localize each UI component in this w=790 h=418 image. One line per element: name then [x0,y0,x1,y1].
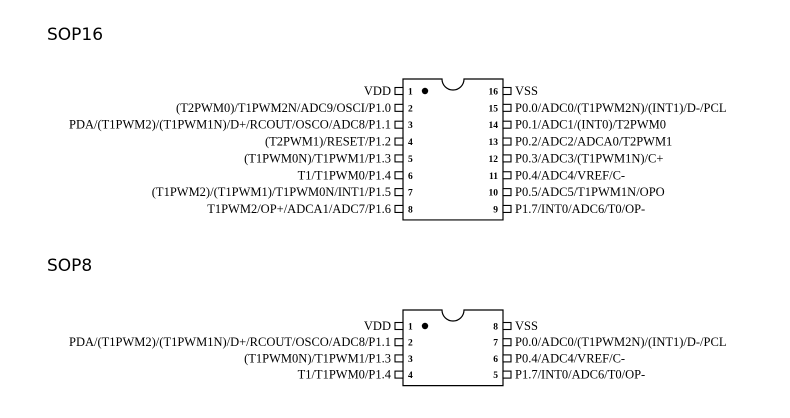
sop16-pin-6-number: 6 [408,172,413,182]
sop8-pin-3-label: (T1PWM0N)/T1PWM1/P1.3 [244,351,391,365]
sop16-pin-8-number: 8 [408,205,413,215]
sop16-pin-3-number: 3 [408,121,413,131]
sop8-title: SOP8 [47,256,93,276]
sop8-pin-7-label: P0.0/ADC0/(T1PWM2N)/(INT1)/D-/PCL [515,335,726,349]
sop16-pin-10-lead [502,188,512,197]
sop16-pin-7-label: (T1PWM2)/(T1PWM1)/T1PWM0N/INT1/P1.5 [152,185,391,199]
sop16-pin-13-number: 13 [489,138,499,148]
sop16-pin-1-label: VDD [364,84,391,98]
sop16-pin-6-lead [394,171,404,180]
sop8-pin-7-number: 7 [493,339,498,349]
sop16-pin-3-label: PDA/(T1PWM2)/(T1PWM1N)/D+/RCOUT/OSCO/ADC… [69,118,391,132]
sop16-pin-13-label: P0.2/ADC2/ADCA0/T2PWM1 [515,135,672,149]
sop8-pin-8-number: 8 [493,323,498,333]
sop16-pin-2-number: 2 [408,104,413,114]
sop16-pin-16-number: 16 [489,88,499,98]
sop8-pin-8-label: VSS [515,319,538,333]
sop8-pin-3-lead [394,354,404,363]
sop16-pin-15-lead [502,103,512,112]
sop8-pin-1-number: 1 [408,323,413,333]
sop16-pin-8-label: T1PWM2/OP+/ADCA1/ADC7/P1.6 [207,202,391,216]
sop16-pin-13-lead [502,137,512,146]
sop16-pin-2-label: (T2PWM0)/T1PWM2N/ADC9/OSCI/P1.0 [176,101,391,115]
sop16-pin-5-lead [394,154,404,163]
sop16-pin1-marker [421,87,429,95]
sop16-pin-1-lead [394,86,404,96]
sop16-pin-14-lead [502,120,512,129]
sop16-pin-12-label: P0.3/ADC3/(T1PWM1N)/C+ [515,151,663,165]
sop16-pin-12-number: 12 [489,155,499,165]
sop8-pin-7-lead [502,338,512,347]
sop16-pin-14-number: 14 [489,121,499,131]
sop8-pin-2-label: PDA/(T1PWM2)/(T1PWM1N)/D+/RCOUT/OSCO/ADC… [69,335,391,349]
sop16-pin-7-number: 7 [408,189,413,199]
sop16-chip-body [402,78,504,221]
sop8-pin-6-number: 6 [493,355,498,365]
sop16-pin-9-lead [502,204,512,213]
sop16-pin-5-label: (T1PWM0N)/T1PWM1/P1.3 [244,151,391,165]
sop16-pin-4-lead [394,137,404,146]
sop16-pin-3-lead [394,120,404,129]
sop8-pin-4-lead [394,370,404,379]
sop16-pin-15-number: 15 [489,104,499,114]
sop16-pin-5-number: 5 [408,155,413,165]
sop8-pin-1-label: VDD [364,319,391,333]
sop16-pin-11-number: 11 [489,172,498,182]
sop16-pin-4-number: 4 [408,138,413,148]
sop16-pin-4-label: (T2PWM1)/RESET/P1.2 [265,135,391,149]
sop8-pin1-marker [421,322,429,330]
sop8-pin-4-number: 4 [408,371,413,381]
sop16-pin-1-number: 1 [408,88,413,98]
sop16-pin-16-lead [502,86,512,96]
sop8-pin-4-label: T1/T1PWM0/P1.4 [298,368,392,382]
sop16-pin-10-number: 10 [489,189,499,199]
sop16-pin-12-lead [502,154,512,163]
sop8-pin-1-lead [394,321,404,331]
sop8-pin-6-lead [502,354,512,363]
sop8-chip-body [402,309,504,387]
sop8-pin-6-label: P0.4/ADC4/VREF/C- [515,351,625,365]
sop16-pin-15-label: P0.0/ADC0/(T1PWM2N)/(INT1)/D-/PCL [515,101,726,115]
sop16-pin-9-number: 9 [493,205,498,215]
sop16-pin-16-label: VSS [515,84,538,98]
sop8-pin-2-number: 2 [408,339,413,349]
sop16-pin-11-label: P0.4/ADC4/VREF/C- [515,168,625,182]
sop16-pin-6-label: T1/T1PWM0/P1.4 [298,168,392,182]
sop16-pin-10-label: P0.5/ADC5/T1PWM1N/OPO [515,185,665,199]
sop8-pin-5-label: P1.7/INT0/ADC6/T0/OP- [515,368,645,382]
sop8-pin-3-number: 3 [408,355,413,365]
sop16-pin-8-lead [394,204,404,213]
sop16-pin-7-lead [394,188,404,197]
sop16-pin-11-lead [502,171,512,180]
sop8-pin-2-lead [394,338,404,347]
sop8-pin-5-lead [502,370,512,379]
sop16-pin-9-label: P1.7/INT0/ADC6/T0/OP- [515,202,645,216]
sop16-pin-14-label: P0.1/ADC1/(INT0)/T2PWM0 [515,118,666,132]
sop8-pin-8-lead [502,321,512,331]
sop8-pin-5-number: 5 [493,371,498,381]
sop16-title: SOP16 [47,25,104,45]
sop16-pin-2-lead [394,103,404,112]
